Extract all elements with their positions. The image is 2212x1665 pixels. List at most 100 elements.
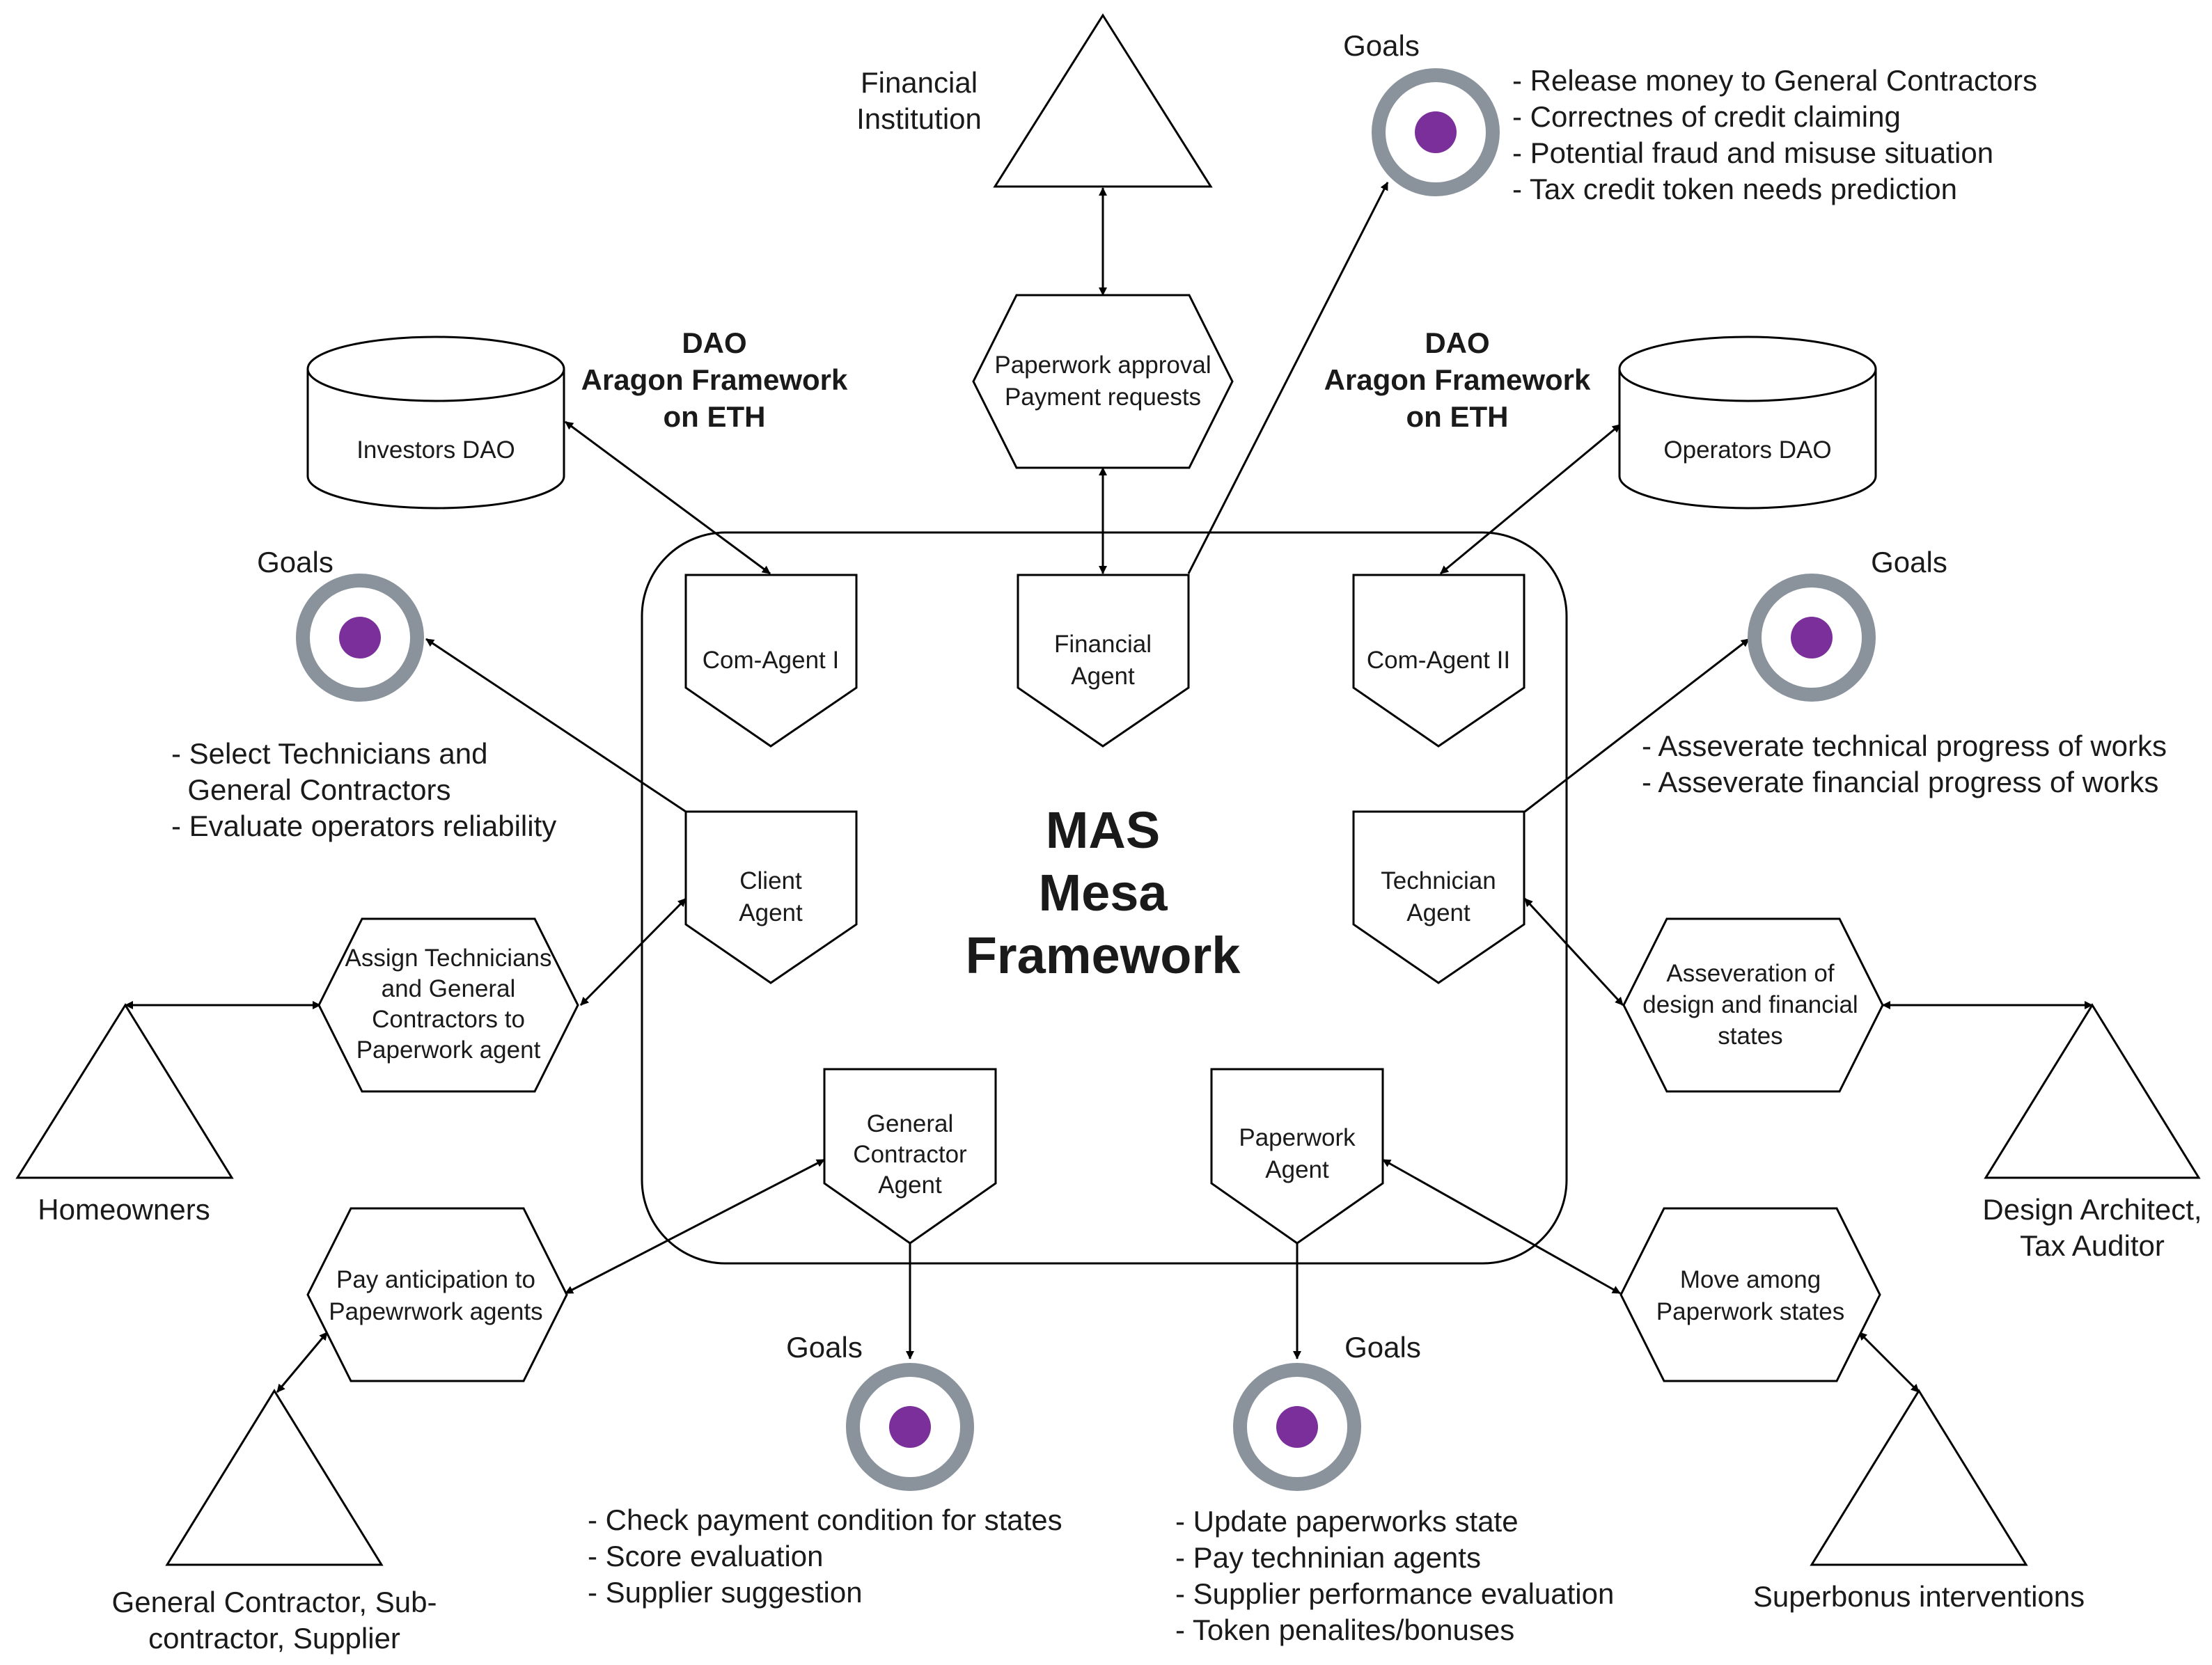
- general-contractor-goals: Goals - Check payment condition for stat…: [588, 1331, 1062, 1609]
- dao-label-left-line-2: Aragon Framework: [581, 363, 848, 396]
- financial-goal-item-3: - Potential fraud and misuse situation: [1512, 136, 1993, 169]
- client-agent-label-2: Agent: [739, 899, 803, 926]
- general-contractor-label-2: contractor, Supplier: [148, 1622, 400, 1655]
- investors-dao-database: Investors DAO: [306, 336, 565, 510]
- general-agent-label-2: Contractor: [853, 1141, 967, 1168]
- paperwork-goal-item-1: - Update paperworks state: [1175, 1505, 1519, 1538]
- general-agent-label-1: General: [867, 1110, 954, 1137]
- connector-investors-com-agent-1: [565, 420, 771, 575]
- asseveration-hexagon: Asseveration of design and financial sta…: [1622, 917, 1884, 1093]
- technician-agent-label-2: Agent: [1406, 899, 1470, 926]
- client-goal-item-2: General Contractors: [171, 773, 451, 806]
- operators-dao-label: Operators DAO: [1663, 436, 1831, 464]
- com-agent-2: Com-Agent II: [1352, 574, 1525, 748]
- connector-general-agent-pay-anticipation: [565, 1158, 825, 1295]
- assign-label-3: Contractors to: [372, 1006, 525, 1033]
- connector-technician-agent-goals: [1524, 638, 1750, 813]
- technician-agent: Technician Agent: [1352, 810, 1525, 984]
- technician-goals-title: Goals: [1871, 546, 1947, 578]
- client-goal-item-1: - Select Technicians and: [171, 737, 488, 770]
- paperwork-goal-item-3: - Supplier performance evaluation: [1175, 1577, 1614, 1610]
- superbonus-actor: Superbonus interventions: [1753, 1389, 2085, 1613]
- dao-label-right: DAO Aragon Framework on ETH: [1324, 326, 1591, 433]
- mas-framework-container: [641, 531, 1568, 1265]
- paperwork-goal-item-4: - Token penalites/bonuses: [1175, 1613, 1514, 1646]
- connector-technician-agent-asseveration: [1523, 897, 1624, 1007]
- asseveration-label-3: states: [1718, 1023, 1782, 1050]
- financial-goals-title: Goals: [1343, 29, 1420, 62]
- design-architect-actor: Design Architect, Tax Auditor: [1982, 1003, 2202, 1262]
- dao-label-left-line-1: DAO: [682, 326, 746, 359]
- assign-label-2: and General: [382, 975, 516, 1002]
- financial-goal-item-4: - Tax credit token needs prediction: [1512, 173, 1957, 205]
- move-among-label-2: Paperwork states: [1656, 1298, 1844, 1325]
- dao-label-left: DAO Aragon Framework on ETH: [581, 326, 848, 433]
- client-goals: Goals - Select Technicians and General C…: [171, 546, 556, 842]
- technician-goal-item-2: - Asseverate financial progress of works: [1642, 766, 2158, 798]
- superbonus-label: Superbonus interventions: [1753, 1580, 2085, 1613]
- assign-technicians-hexagon: Assign Technicians and General Contracto…: [317, 917, 579, 1093]
- dao-label-right-line-1: DAO: [1425, 326, 1489, 359]
- connector-pay-anticipation-general-contractor: [276, 1332, 329, 1393]
- dao-label-left-line-3: on ETH: [664, 400, 766, 433]
- technician-goals: Goals - Asseverate technical progress of…: [1642, 546, 2167, 798]
- mas-title-line-2: Mesa: [1038, 864, 1168, 922]
- general-goal-item-2: - Score evaluation: [588, 1540, 824, 1572]
- client-goals-title: Goals: [257, 546, 334, 578]
- financial-agent-label-2: Agent: [1071, 663, 1135, 690]
- connector-paperwork-agent-move-among: [1382, 1158, 1621, 1295]
- homeowners-label: Homeowners: [38, 1193, 210, 1226]
- financial-institution-label-2: Institution: [856, 102, 982, 135]
- assign-label-1: Assign Technicians: [345, 945, 551, 972]
- general-contractor-label-1: General Contractor, Sub-: [112, 1586, 437, 1618]
- general-agent-label-3: Agent: [878, 1171, 942, 1199]
- asseveration-label-1: Asseveration of: [1666, 960, 1835, 987]
- paperwork-agent-label-2: Agent: [1265, 1156, 1329, 1183]
- financial-agent-label-1: Financial: [1054, 631, 1152, 658]
- pay-anticipation-hexagon: Pay anticipation to Papewrwork agents: [306, 1207, 568, 1382]
- general-contractor-actor: General Contractor, Sub- contractor, Sup…: [112, 1389, 437, 1655]
- move-among-hexagon: Move among Paperwork states: [1619, 1207, 1881, 1382]
- com-agent-2-label: Com-Agent II: [1367, 647, 1510, 674]
- financial-goals: Goals - Release money to General Contrac…: [1343, 29, 2037, 205]
- pay-anticipation-label-1: Pay anticipation to: [336, 1266, 535, 1293]
- dao-label-right-line-2: Aragon Framework: [1324, 363, 1591, 396]
- paperwork-goal-dot-icon: [1276, 1406, 1318, 1448]
- operators-dao-database: Operators DAO: [1618, 336, 1877, 510]
- com-agent-1-label: Com-Agent I: [703, 647, 839, 674]
- connector-client-agent-goals: [425, 638, 687, 813]
- financial-institution-actor: Financial Institution: [856, 13, 1213, 188]
- financial-goal-dot-icon: [1415, 111, 1457, 153]
- paperwork-goals-title: Goals: [1344, 1331, 1421, 1364]
- financial-institution-label-1: Financial: [861, 66, 978, 99]
- asseveration-label-2: design and financial: [1642, 991, 1858, 1018]
- technician-goal-item-1: - Asseverate technical progress of works: [1642, 729, 2167, 762]
- client-goal-dot-icon: [339, 617, 381, 658]
- mas-title-line-3: Framework: [966, 926, 1241, 984]
- general-goal-item-3: - Supplier suggestion: [588, 1576, 863, 1609]
- pay-anticipation-label-2: Papewrwork agents: [329, 1298, 542, 1325]
- connector-financial-agent-goals: [1187, 182, 1389, 574]
- connector-client-agent-assign: [579, 897, 687, 1007]
- financial-goal-item-1: - Release money to General Contractors: [1512, 64, 2037, 97]
- paperwork-agent: Paperwork Agent: [1210, 1068, 1384, 1245]
- design-architect-label-2: Tax Auditor: [2020, 1229, 2165, 1262]
- general-goal-dot-icon: [889, 1406, 931, 1448]
- client-goal-item-3: - Evaluate operators reliability: [171, 810, 556, 842]
- paperwork-goal-item-2: - Pay techninian agents: [1175, 1541, 1481, 1574]
- general-goal-item-1: - Check payment condition for states: [588, 1504, 1062, 1536]
- assign-label-4: Paperwork agent: [356, 1036, 541, 1064]
- mas-title-line-1: MAS: [1046, 801, 1160, 859]
- connector-operators-com-agent-2: [1440, 423, 1621, 575]
- paperwork-goals: Goals - Update paperworks state - Pay te…: [1175, 1331, 1614, 1646]
- connector-move-among-superbonus: [1858, 1331, 1920, 1394]
- paperwork-approval-label-1: Paperwork approval: [994, 352, 1211, 379]
- paperwork-approval-label-2: Payment requests: [1005, 384, 1201, 411]
- technician-goal-dot-icon: [1791, 617, 1833, 658]
- com-agent-1: Com-Agent I: [684, 574, 858, 748]
- financial-agent: Financial Agent: [1017, 574, 1190, 748]
- homeowners-actor: Homeowners: [15, 1003, 234, 1226]
- general-contractor-agent: General Contractor Agent: [823, 1068, 997, 1245]
- client-agent-label-1: Client: [739, 867, 802, 894]
